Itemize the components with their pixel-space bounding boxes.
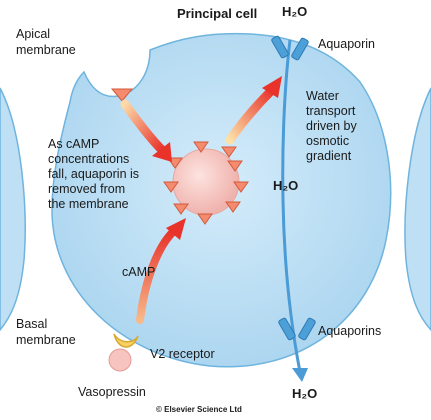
water-transport-caption: Water transport driven by osmotic gradie… (306, 89, 360, 163)
vesicle-aquaporin (233, 181, 249, 193)
camp-removal-caption: As cAMP concentrations fall, aquaporin i… (48, 137, 143, 211)
vesicle-aquaporins (163, 141, 249, 225)
page-title: Principal cell (177, 6, 257, 21)
vesicle-aquaporin (225, 201, 241, 213)
aquaporin-channel-top-left (271, 35, 289, 59)
aquaporin-channel-top-right (291, 37, 309, 61)
vesicle-aquaporin (193, 141, 209, 153)
h2o-mid-label: H₂O (273, 178, 298, 193)
vesicle-aquaporin (221, 146, 237, 158)
left-neighbor-cell (0, 87, 26, 332)
insertion-arrowhead (262, 76, 282, 98)
aquaporin-channel-bottom-left (278, 317, 296, 341)
camp-label: cAMP (122, 265, 155, 279)
insertion-arrow (225, 85, 277, 145)
h2o-bottom-label: H₂O (292, 386, 317, 401)
v2-receptor-label: V2 receptor (150, 347, 215, 361)
copyright-label: © Elsevier Science Ltd (156, 405, 242, 414)
vasopressin-label: Vasopressin (78, 385, 146, 399)
right-neighbor-cell (404, 87, 431, 332)
camp-signal-arrowhead (166, 218, 186, 240)
vesicle-aquaporin (197, 213, 213, 225)
removal-arrow (120, 99, 167, 155)
v2-receptor (113, 333, 139, 348)
vesicle-aquaporin (227, 160, 243, 172)
membrane-aquaporin (110, 88, 134, 102)
water-flow-arrowhead (292, 368, 308, 382)
apical-membrane-label: Apical membrane (16, 27, 76, 57)
basal-membrane-label: Basal membrane (16, 317, 76, 347)
vesicle-aquaporin (173, 203, 189, 215)
aquaporin-channel-bottom-right (298, 317, 316, 341)
aquaporins-bottom-label: Aquaporins (318, 324, 381, 338)
h2o-top-label: H₂O (282, 4, 307, 19)
removal-arrowhead (152, 142, 172, 162)
vesicle-aquaporin (163, 181, 179, 193)
aquaporin-top-label: Aquaporin (318, 37, 375, 51)
water-flow-path (281, 39, 302, 373)
camp-signal-arrow (136, 226, 179, 324)
vasopressin-molecule (108, 348, 132, 372)
